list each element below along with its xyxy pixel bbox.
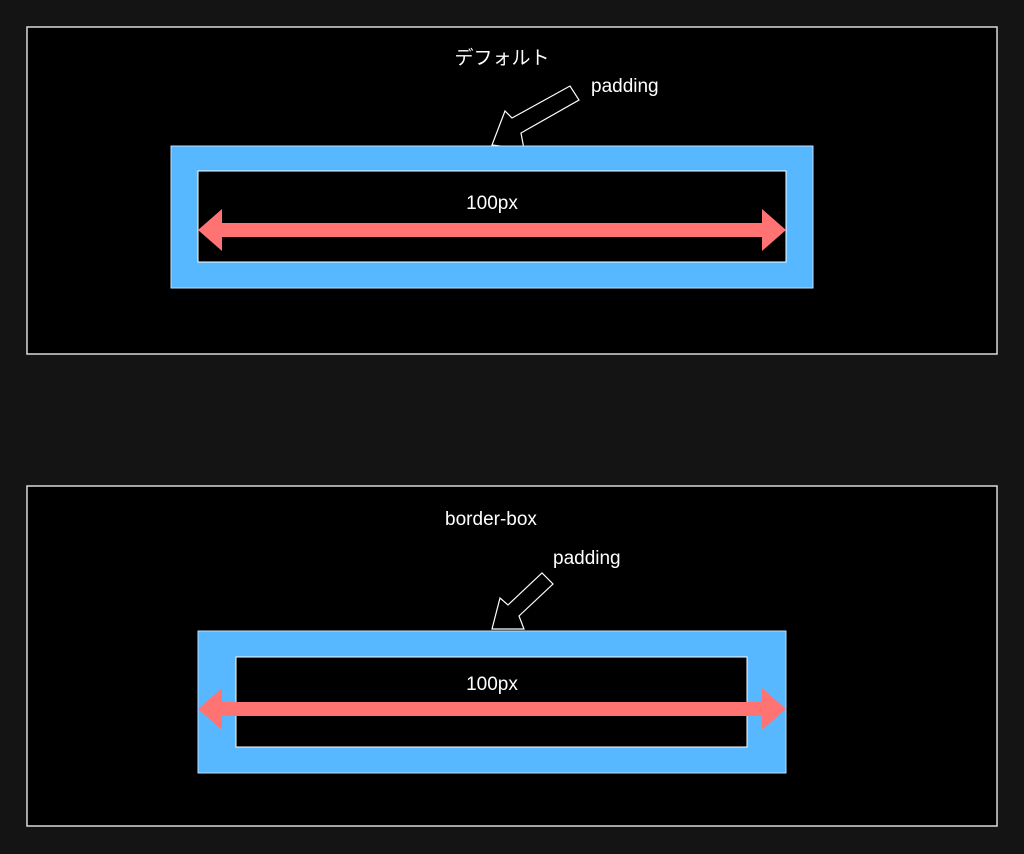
border-box-padding-label: padding	[553, 548, 621, 569]
default-width-label: 100px	[466, 193, 518, 214]
default-content-box	[197, 170, 787, 263]
default-padding-label: padding	[591, 76, 659, 97]
border-box-panel: border-box padding 100px	[26, 485, 998, 827]
default-panel: デフォルト padding 100px	[26, 26, 998, 355]
border-box-width-measure-arrow	[198, 688, 786, 730]
default-width-measure-arrow	[198, 209, 786, 251]
border-box-width-label: 100px	[466, 674, 518, 695]
border-box-padding-pointer-arrow	[491, 572, 554, 630]
border-box-panel-title: border-box	[445, 509, 537, 530]
default-panel-title: デフォルト	[454, 47, 549, 69]
